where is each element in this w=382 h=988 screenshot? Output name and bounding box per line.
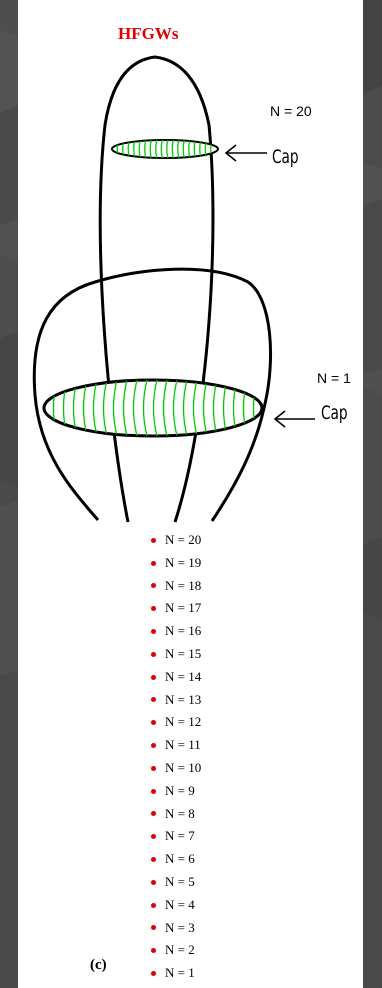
arrow-top-cap	[224, 144, 267, 162]
cap-hatch-stroke	[182, 380, 188, 436]
wide-lobe-outline	[32, 267, 273, 522]
level-item: N = 18	[151, 575, 201, 598]
figure-label: (c)	[90, 957, 107, 973]
level-dot	[151, 674, 156, 680]
level-label: N = 7	[165, 828, 195, 844]
top-cap-level-label: N = 20	[270, 103, 312, 119]
level-label: N = 11	[165, 737, 201, 753]
level-dot	[151, 902, 156, 908]
cap-hatch-stroke	[172, 380, 178, 436]
cap-hatch-stroke	[202, 380, 208, 436]
level-dot	[151, 948, 156, 954]
level-label: N = 10	[165, 759, 202, 775]
level-label: N = 13	[165, 691, 202, 707]
level-label: N = 19	[165, 554, 202, 570]
level-label: N = 15	[165, 645, 202, 661]
level-item: N = 10	[151, 757, 201, 780]
level-dot	[151, 651, 156, 657]
level-label: N = 4	[165, 896, 195, 912]
cap-hatch-stroke	[155, 140, 158, 158]
level-dot	[151, 857, 156, 863]
level-dot	[151, 560, 156, 566]
level-item: N = 19	[151, 552, 201, 575]
level-item: N = 13	[151, 689, 201, 712]
level-dot	[151, 765, 156, 771]
level-item: N = 8	[151, 803, 201, 826]
level-dot	[151, 720, 156, 726]
cap-hatch-stroke	[171, 140, 174, 158]
level-item: N = 16	[151, 620, 201, 643]
cap-hatch-stroke	[152, 380, 158, 436]
top-cap	[111, 139, 219, 159]
level-item: N = 12	[151, 711, 201, 734]
level-item: N = 14	[151, 666, 201, 689]
level-label: N = 9	[165, 782, 195, 798]
cap-hatch-stroke	[138, 140, 141, 158]
level-item: N = 17	[151, 597, 201, 620]
cap-hatch-stroke	[162, 380, 168, 436]
level-item: N = 6	[151, 848, 201, 871]
cap-hatch-stroke	[188, 140, 191, 158]
cap-hatch-stroke	[102, 380, 108, 436]
bottom-cap-label: Cap	[321, 402, 348, 424]
level-label: N = 20	[165, 532, 202, 547]
cap-hatch-stroke	[144, 140, 147, 158]
level-dot	[151, 788, 156, 794]
level-dot	[151, 811, 156, 817]
level-dot	[151, 743, 156, 749]
cap-hatch-stroke	[160, 140, 163, 158]
level-item: N = 15	[151, 643, 201, 666]
level-dot	[151, 971, 156, 977]
level-label: N = 14	[165, 668, 202, 684]
level-item: N = 20	[151, 529, 201, 552]
level-label: N = 3	[165, 919, 195, 935]
level-label: N = 1	[165, 965, 195, 981]
level-dot	[151, 606, 156, 612]
level-item: N = 11	[151, 734, 201, 757]
level-item: N = 7	[151, 825, 201, 848]
level-item: N = 3	[151, 917, 201, 940]
cap-hatch-stroke	[182, 140, 185, 158]
arrow-bottom-cap	[273, 410, 315, 428]
top-cap-label: Cap	[272, 146, 299, 168]
level-dot	[151, 925, 156, 931]
level-label: N = 8	[165, 805, 195, 821]
level-dot	[151, 879, 156, 885]
diagram-title: HFGWs	[118, 24, 179, 43]
narrow-lobe-outline	[98, 55, 215, 523]
cap-hatch-stroke	[112, 380, 118, 436]
level-item: N = 9	[151, 780, 201, 803]
cap-hatch-stroke	[122, 380, 128, 436]
energy-level-list: N = 20 N = 19 N = 18 N = 17 N = 16 N = 15 N = …	[151, 529, 201, 985]
level-label: N = 2	[165, 942, 195, 958]
level-dot	[151, 697, 156, 703]
level-dot	[151, 583, 156, 589]
cap-hatch-stroke	[177, 140, 180, 158]
level-item: N = 2	[151, 939, 201, 962]
level-label: N = 6	[165, 851, 195, 867]
cap-hatch-stroke	[132, 380, 138, 436]
level-dot	[151, 834, 156, 840]
level-label: N = 18	[165, 577, 202, 593]
level-label: N = 17	[165, 600, 202, 616]
bottom-cap-level-label: N = 1	[317, 370, 351, 386]
level-dot	[151, 537, 156, 543]
bottom-cap	[42, 378, 264, 438]
level-item: N = 5	[151, 871, 201, 894]
level-label: N = 16	[165, 623, 202, 639]
cap-hatch-stroke	[92, 380, 98, 436]
cap-hatch-stroke	[166, 140, 169, 158]
level-item: N = 1	[151, 962, 201, 985]
level-label: N = 5	[165, 873, 195, 889]
cap-hatch-stroke	[142, 380, 148, 436]
level-dot	[151, 629, 156, 635]
cap-hatch-stroke	[192, 380, 198, 436]
cap-hatch-stroke	[149, 140, 152, 158]
level-label: N = 12	[165, 714, 202, 730]
level-item: N = 4	[151, 894, 201, 917]
